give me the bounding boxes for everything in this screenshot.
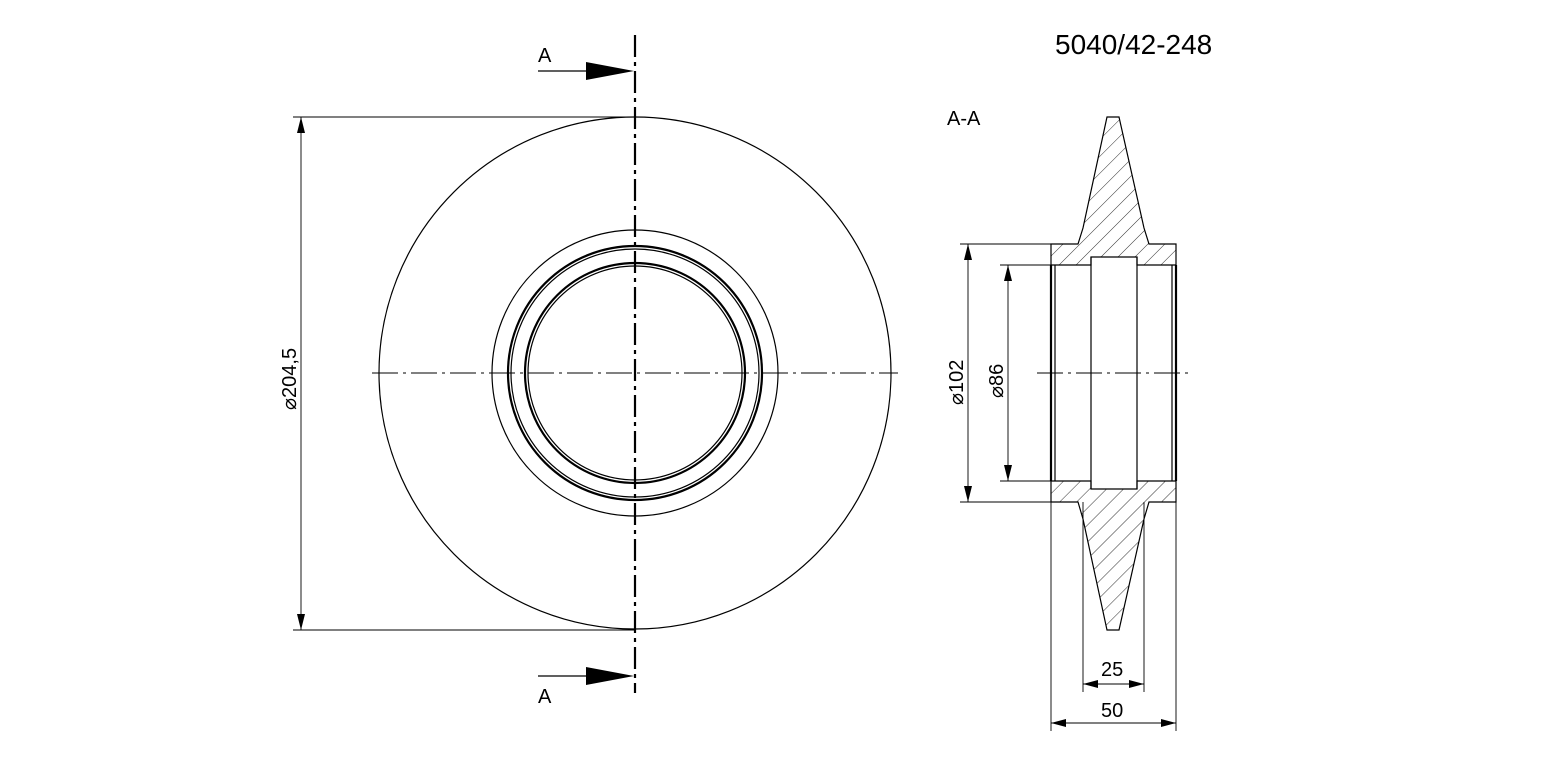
section-top-half (1050, 116, 1177, 266)
bore-outer-diameter-dimension: ⌀102 (946, 243, 1051, 503)
bore-inner-diameter-value: 86 (986, 364, 1008, 386)
bore-outer-diameter-value: 102 (946, 360, 968, 393)
section-marker-bottom: A (538, 686, 552, 708)
hub-width-dimension: 25 (1082, 502, 1145, 692)
section-view: A-A ⌀102 (946, 108, 1192, 731)
outer-diameter-dimension: ⌀204,5 (279, 116, 635, 631)
section-view-label: A-A (947, 108, 981, 130)
svg-text:⌀204,5: ⌀204,5 (279, 348, 301, 410)
total-width-dimension: 50 (1050, 502, 1177, 731)
svg-text:⌀102: ⌀102 (946, 360, 968, 405)
part-number: 5040/42-248 (1055, 29, 1212, 60)
hub-width-value: 25 (1101, 659, 1123, 681)
bore-inner-diameter-symbol: ⌀ (986, 386, 1008, 398)
bore-inner-diameter-dimension: ⌀86 (986, 264, 1051, 482)
total-width-value: 50 (1101, 700, 1123, 722)
section-bottom-half (1050, 480, 1177, 631)
front-view: A A ⌀204,5 (279, 35, 898, 708)
outer-diameter-symbol: ⌀ (279, 398, 301, 410)
section-arrow-top: A (538, 45, 634, 80)
outer-diameter-value: 204,5 (279, 348, 301, 398)
svg-text:⌀86: ⌀86 (986, 364, 1008, 398)
section-marker-top: A (538, 45, 552, 67)
bore-outer-diameter-symbol: ⌀ (946, 393, 968, 405)
section-arrow-bottom: A (538, 667, 634, 708)
